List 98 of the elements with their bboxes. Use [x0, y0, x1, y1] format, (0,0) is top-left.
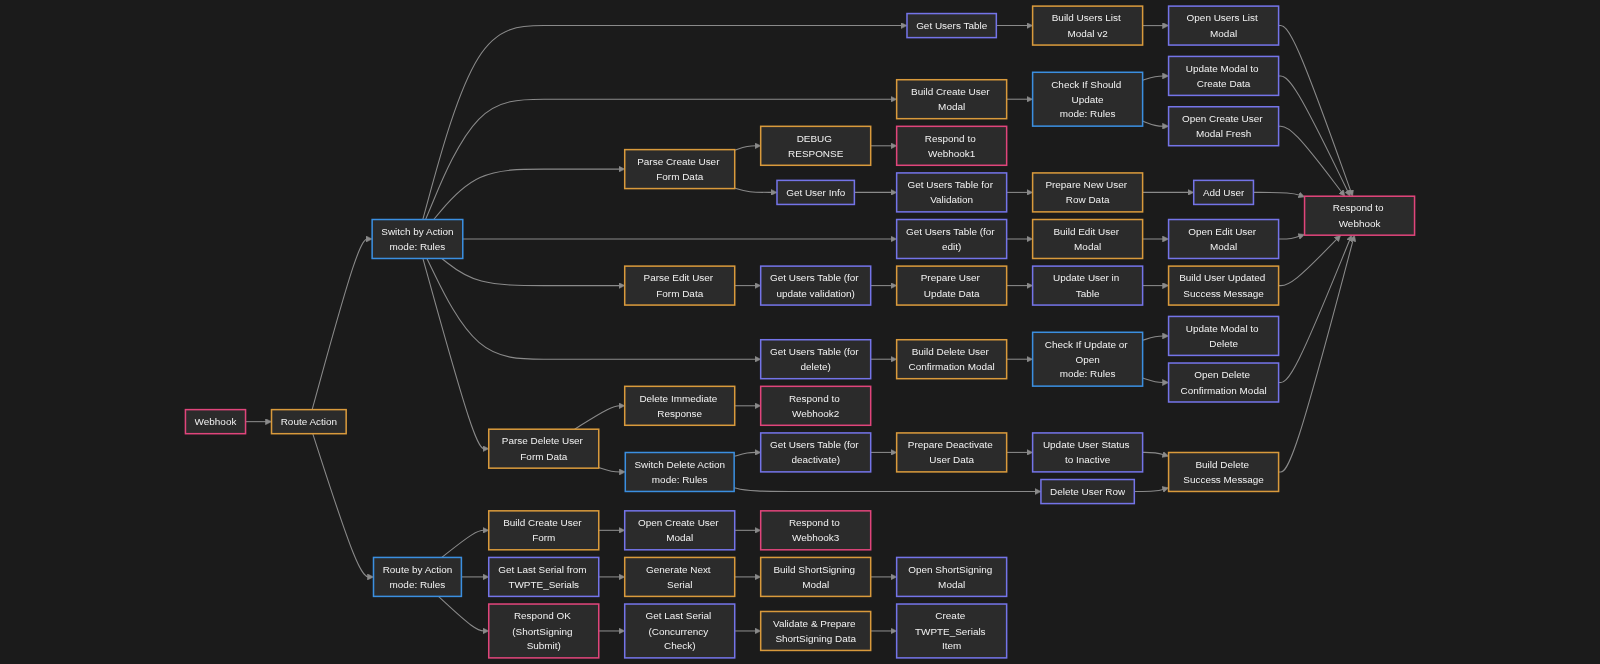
- node-box: Get Users Table (for delete): [759, 338, 872, 380]
- node-box: Get User Info: [776, 179, 856, 206]
- node-box: Update User in Table: [1031, 265, 1144, 306]
- arrow: [1006, 282, 1033, 289]
- arrow: [1278, 233, 1305, 240]
- node-box: Open ShortSigning Modal: [895, 556, 1008, 598]
- arrow: [1278, 75, 1351, 197]
- node-box: Parse Delete User Form Data: [487, 428, 600, 469]
- arrow: [734, 142, 761, 151]
- node-box: Build ShortSigning Modal: [759, 556, 872, 598]
- arrow: [425, 95, 897, 221]
- node-box: Build User Updated Success Message: [1167, 265, 1280, 306]
- node-box: Build Create User Form: [487, 510, 600, 551]
- node-box: Prepare Deactivate User Data: [895, 432, 1008, 473]
- node-box: Route Action: [270, 408, 347, 435]
- node-box: Get Last Serial (Concurrency Check): [623, 603, 736, 659]
- arrow: [312, 433, 374, 581]
- arrow: [1142, 377, 1169, 386]
- arrow: [598, 573, 625, 581]
- node-box: Build Delete Success Message: [1167, 451, 1280, 493]
- arrow: [1278, 234, 1341, 287]
- node-box: Parse Edit User Form Data: [623, 265, 736, 306]
- node-box: Open Create User Modal: [623, 510, 736, 551]
- node-box: Create TWPTE_Serials Item: [895, 603, 1008, 659]
- arrow: [1278, 234, 1353, 384]
- node-box: Switch Delete Action mode: Rules: [624, 451, 735, 493]
- node-box: Get Users Table: [906, 12, 998, 39]
- arrow: [734, 402, 761, 410]
- node-box: Open Edit User Modal: [1167, 218, 1280, 260]
- arrow: [1006, 355, 1033, 363]
- arrow: [1278, 125, 1346, 197]
- node-box: Get Users Table (for update validation): [759, 265, 872, 306]
- arrow: [1142, 22, 1169, 29]
- arrow: [1278, 25, 1354, 197]
- arrow: [441, 257, 625, 289]
- arrow: [1006, 235, 1033, 243]
- arrow: [734, 627, 761, 635]
- arrow: [598, 526, 625, 534]
- arrow: [1006, 189, 1033, 196]
- node-box: DEBUG RESPONSE: [759, 125, 872, 167]
- arrow: [870, 449, 897, 456]
- node-box: Check If Update or Open mode: Rules: [1031, 331, 1144, 387]
- node-box: Parse Create User Form Data: [623, 148, 736, 190]
- node-box: Build Users List Modal v2: [1031, 5, 1144, 46]
- node-box: Add User: [1192, 179, 1255, 206]
- arrow: [734, 282, 761, 289]
- node-box: Update Modal to Delete: [1167, 315, 1280, 357]
- node-box: Switch by Action mode: Rules: [371, 218, 464, 260]
- arrow: [734, 573, 761, 581]
- node-box: Generate Next Serial: [623, 556, 736, 598]
- node-box: Build Delete User Confirmation Modal: [895, 338, 1008, 380]
- node-box: Prepare User Update Data: [895, 265, 1008, 306]
- node-box: Prepare New User Row Data: [1031, 172, 1144, 213]
- arrow: [1142, 72, 1169, 81]
- node-box: Open Users List Modal: [1167, 5, 1280, 46]
- node-box: Get Users Table (for edit): [895, 218, 1008, 260]
- arrow: [870, 627, 897, 635]
- arrow: [426, 257, 761, 363]
- node-box: Build Edit User Modal: [1031, 218, 1144, 260]
- arrow: [870, 142, 897, 150]
- node-box: Check If Should Update mode: Rules: [1031, 71, 1144, 127]
- node-box: Route by Action mode: Rules: [372, 556, 463, 598]
- arrow: [870, 573, 897, 581]
- arrow: [462, 235, 897, 243]
- arrow: [1142, 235, 1169, 243]
- node-box: Get Users Table for Validation: [895, 172, 1008, 213]
- node-box: Respond to Webhook: [1303, 195, 1416, 236]
- node-box: Update User Status to Inactive: [1031, 432, 1144, 473]
- arrow: [574, 402, 625, 430]
- node-box: Respond to Webhook3: [759, 510, 872, 551]
- arrow: [598, 467, 626, 476]
- arrow: [1006, 449, 1033, 456]
- node-box: Respond to Webhook1: [895, 125, 1008, 167]
- arrow: [1278, 234, 1357, 473]
- node-box: Validate & Prepare ShortSigning Data: [759, 610, 872, 652]
- node-box: Respond to Webhook2: [759, 385, 872, 427]
- arrow: [598, 627, 625, 635]
- node-box: Respond OK (ShortSigning Submit): [487, 603, 600, 659]
- node-box: Delete User Row: [1040, 478, 1136, 505]
- arrow: [1142, 282, 1169, 289]
- node-box: Get Last Serial from TWPTE_Serials: [487, 556, 600, 598]
- node-box: Get Users Table (for deactivate): [759, 432, 872, 473]
- arrow: [245, 418, 272, 425]
- node-box: Webhook: [184, 408, 247, 435]
- arrow: [311, 235, 373, 411]
- node-box: Update Modal to Create Data: [1167, 55, 1280, 97]
- node-box: Delete Immediate Response: [623, 385, 736, 427]
- arrow: [870, 355, 897, 363]
- arrow: [433, 165, 625, 221]
- arrow: [1142, 451, 1169, 458]
- node-box: Open Delete Confirmation Modal: [1167, 362, 1280, 403]
- node-box: Open Create User Modal Fresh: [1167, 106, 1280, 147]
- arrow: [1006, 95, 1033, 103]
- arrow: [1142, 120, 1169, 130]
- arrow: [1142, 332, 1169, 341]
- node-box: Build Create User Modal: [895, 78, 1008, 120]
- arrow: [734, 526, 761, 534]
- arrow: [870, 282, 897, 289]
